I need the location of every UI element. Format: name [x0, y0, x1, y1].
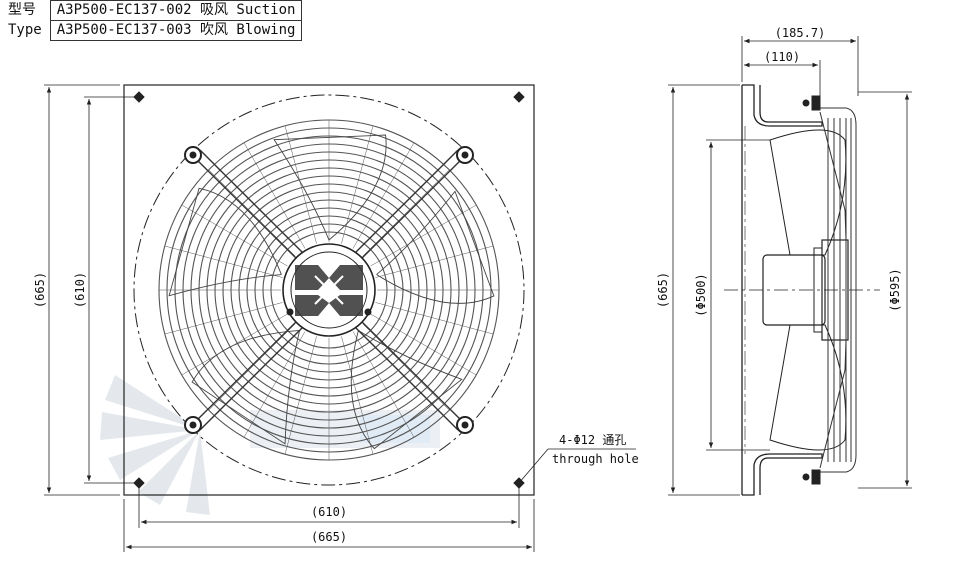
front-dim-width-outer: (665)	[311, 530, 347, 544]
front-dim-height-inner: (610)	[73, 272, 87, 308]
front-view	[123, 84, 535, 496]
guard-spoke	[341, 336, 374, 455]
spec-table: 型号 A3P500-EC137-002 吸风 Suction Type A3P5…	[0, 0, 303, 41]
front-dim-width-inner: (610)	[311, 505, 347, 519]
front-dimensions	[44, 84, 636, 552]
panel-flange-top	[742, 84, 823, 127]
guard-spoke	[370, 313, 477, 376]
guard-spoke	[284, 125, 317, 244]
mounting-hole-bl	[133, 477, 145, 489]
guard-spoke	[352, 142, 415, 249]
spec-label-type: Type	[0, 20, 51, 41]
side-bolts	[802, 95, 821, 485]
side-view	[724, 84, 880, 496]
guard-spoke	[208, 323, 296, 411]
mounting-hole-tr	[513, 91, 525, 103]
side-dim-impeller: (Φ500)	[694, 273, 708, 316]
guard-spoke	[352, 331, 415, 438]
guard-spoke	[164, 245, 283, 278]
side-dim-depth-front: (110)	[764, 50, 800, 64]
guard-rings	[158, 119, 500, 461]
panel-flange-bottom	[742, 453, 823, 496]
impeller-blade	[191, 330, 301, 445]
guard-spoke	[362, 169, 450, 257]
guard-spoke	[181, 204, 288, 267]
guard-spoke	[284, 336, 317, 455]
spec-row-blowing: Type A3P500-EC137-003 吹风 Blowing	[0, 20, 303, 41]
guard-spoke	[164, 302, 283, 335]
guard-spoke	[243, 142, 306, 249]
side-dim-height: (665)	[656, 272, 670, 308]
front-dim-height-outer: (665)	[33, 272, 47, 308]
hole-note-line2: through hole	[552, 452, 639, 466]
impeller-blade	[350, 330, 463, 450]
spec-label-model: 型号	[0, 0, 51, 21]
guard-spoke	[370, 204, 477, 267]
side-dim-guard: (Φ595)	[888, 268, 902, 311]
impeller-blades	[168, 134, 495, 450]
side-dimensions	[668, 36, 912, 496]
mounting-hole-tl	[133, 91, 145, 103]
impeller-blade	[168, 187, 282, 297]
impeller-blade	[376, 190, 495, 304]
venturi-outline	[133, 94, 525, 486]
guard-spoke	[208, 169, 296, 257]
mounting-panel	[123, 84, 535, 496]
spec-model-blowing: A3P500-EC137-003 吹风 Blowing	[49, 20, 303, 41]
guard-spoke	[362, 323, 450, 411]
side-dim-depth-total: (185.7)	[775, 26, 826, 40]
guard-spoke	[341, 125, 374, 244]
motor-hub	[282, 243, 376, 337]
hole-note-line1: 4-Φ12 通孔	[559, 433, 626, 447]
impeller-blade	[273, 134, 387, 241]
support-arms	[191, 149, 467, 431]
guard-spoke	[243, 331, 306, 438]
guard-spoke	[375, 245, 494, 278]
guard-spoke	[375, 302, 494, 335]
arm-bolts	[184, 146, 474, 434]
